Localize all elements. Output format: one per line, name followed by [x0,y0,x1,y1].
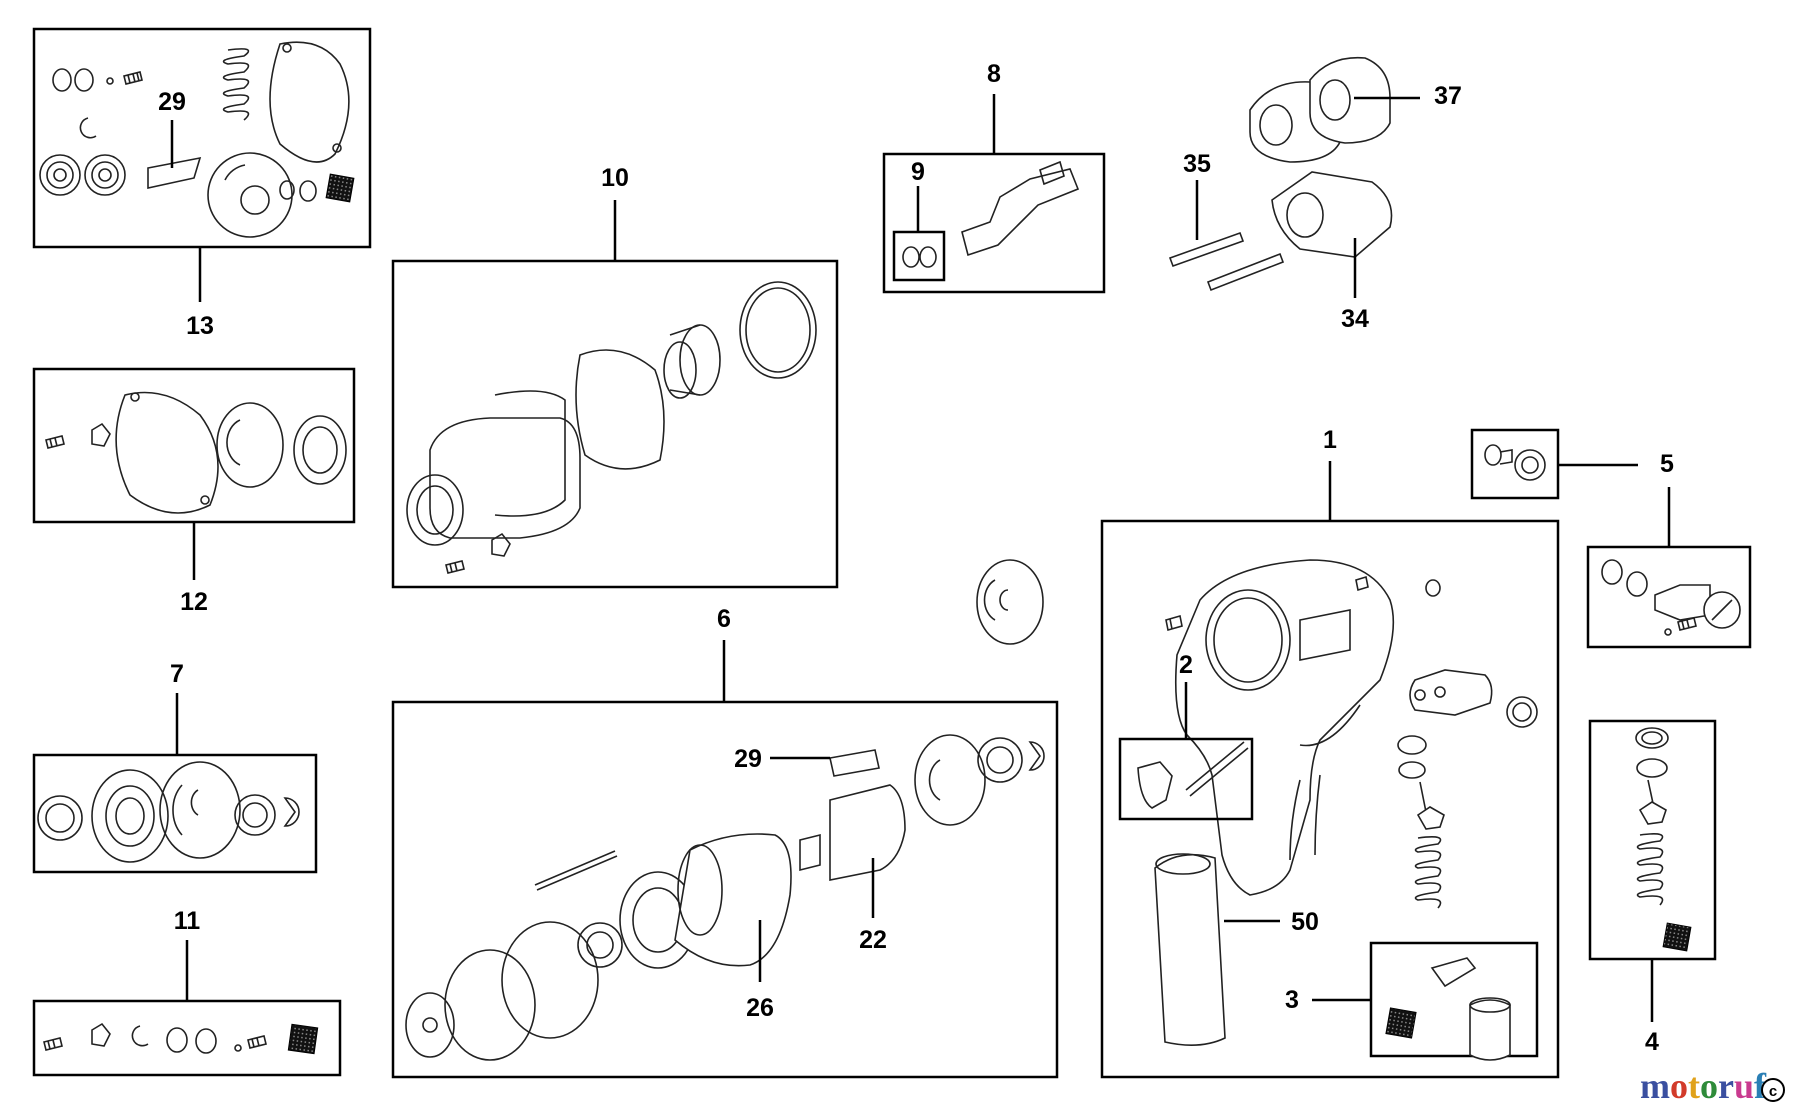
label-34: 34 [1341,305,1369,333]
kit-8-box [882,94,1106,294]
watermark-letter: t [1688,1066,1700,1106]
kit-6-box [391,640,1059,1079]
kit-12-box [32,367,356,580]
watermark-letter: o [1700,1066,1718,1106]
label-10: 10 [601,164,629,192]
label-26: 26 [746,994,774,1022]
label-5: 5 [1660,450,1674,478]
housing-box [1100,461,1560,1079]
label-13: 13 [186,312,214,340]
label-6: 6 [717,605,731,633]
motoruf-watermark: motoruf c [1640,1066,1785,1106]
loose-plate [976,559,1044,645]
label-37: 37 [1434,82,1462,110]
label-12: 12 [180,588,208,616]
label-1: 1 [1323,426,1337,454]
watermark-letter: o [1670,1066,1688,1106]
label-7: 7 [170,660,184,688]
label-11: 11 [174,907,201,935]
label-35: 35 [1183,150,1211,178]
hammer-case-parts [1168,56,1420,298]
watermark-letter: m [1640,1066,1670,1106]
kit-11-box [32,940,342,1077]
label-29-top: 29 [158,88,186,116]
housing-drawing [1154,559,1538,1046]
watermark-letter: u [1734,1066,1754,1106]
kit-5b-box [1586,487,1752,649]
kit-5-box [1470,428,1638,500]
part-labels: 29 13 12 7 11 10 6 29 22 26 8 9 35 37 34… [158,60,1674,1056]
copyright-icon: c [1761,1078,1785,1102]
label-9: 9 [911,158,925,186]
label-3: 3 [1285,986,1299,1014]
label-8: 8 [987,60,1001,88]
kit-10-box [391,200,839,589]
kit-13-parts [39,41,355,238]
watermark-text: motoruf [1640,1066,1767,1106]
label-29-kit6: 29 [734,745,762,773]
label-50: 50 [1291,908,1319,936]
kit-7-box [32,693,318,874]
svg-text:c: c [1769,1083,1777,1100]
kit-4-box [1588,719,1717,1022]
label-22: 22 [859,926,887,954]
label-2: 2 [1179,651,1193,679]
watermark-letter: r [1718,1066,1734,1106]
label-4: 4 [1645,1028,1659,1056]
kit-13-box [32,27,372,302]
